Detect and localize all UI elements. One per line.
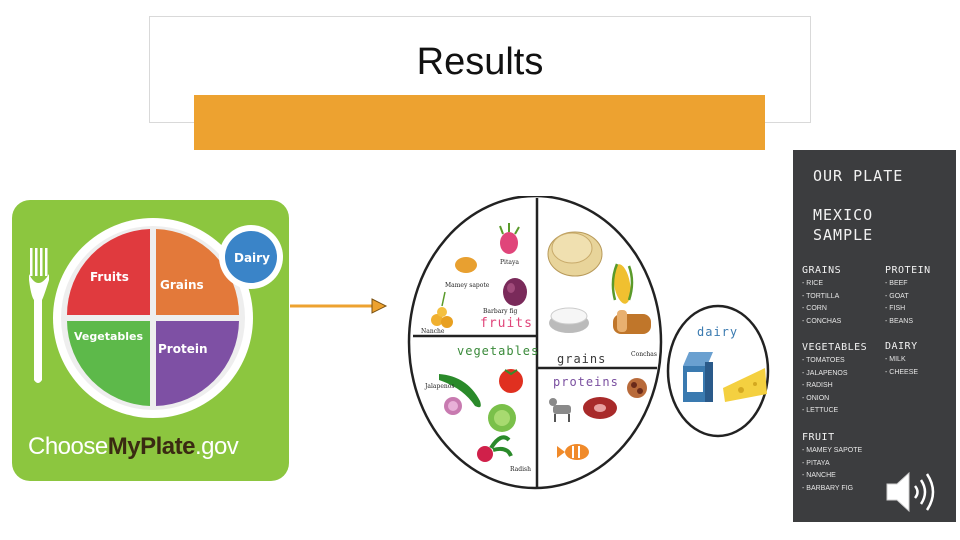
myplate-brand: ChooseMyPlate.gov (28, 433, 239, 461)
cheese-icon (723, 368, 767, 402)
brand-part-myplate: MyPlate (107, 433, 196, 460)
list-item: - FISH (885, 305, 906, 312)
jalapeno-icon (439, 374, 481, 408)
dairy-circle (225, 231, 277, 283)
tomato-icon (499, 369, 523, 393)
dairy-ellipse (666, 304, 770, 438)
grains-label: Grains (160, 278, 204, 292)
label-conchas: Conchas (631, 351, 657, 358)
plate-fruits-label: fruits (480, 316, 533, 331)
list-item: - ONION (802, 394, 830, 402)
fish-icon (557, 444, 589, 460)
plate-proteins-label: proteins (553, 375, 619, 389)
onion-icon (444, 397, 462, 415)
fruits-quadrant (66, 229, 150, 315)
myplate-graphic: Fruits Grains Vegetables Protein Dairy C… (12, 200, 289, 481)
list-item: - BARBARY FIG (802, 484, 854, 492)
bread-icon (613, 310, 651, 334)
fig-icon (503, 278, 527, 306)
list-item: - TORTILLA (802, 292, 840, 300)
grains-list: - RICE - TORTILLA - CORN - CONCHAS (802, 278, 841, 328)
dairy-list: - MILK - CHEESE (885, 354, 918, 379)
label-mamey: Mamey sapote (445, 282, 490, 289)
corn-icon (611, 263, 634, 304)
orange-accent-bar (194, 95, 765, 150)
our-plate-title: OUR PLATE (813, 167, 904, 185)
list-item: - BEANS (885, 317, 914, 325)
goat-icon (549, 398, 571, 422)
fruit-list: - MAMEY SAPOTE - PITAYA - NANCHE - BARBA… (802, 445, 862, 495)
brand-part-choose: Choose (28, 433, 108, 460)
protein-label: Protein (158, 342, 208, 356)
beans-icon (627, 378, 647, 398)
list-item: - TOMATOES (802, 357, 845, 364)
pitaya-icon (499, 223, 520, 254)
label-radish: Radish (510, 466, 531, 473)
plate-dairy-label: dairy (697, 325, 739, 339)
plate-outline (407, 194, 663, 490)
list-item: - RADISH (802, 382, 833, 389)
list-item: - RICE (802, 280, 823, 287)
dairy-label: Dairy (234, 251, 270, 265)
list-item: - CONCHAS (802, 317, 842, 325)
protein-quadrant (156, 321, 239, 406)
arrow-right-icon (290, 298, 388, 314)
fruits-label: Fruits (90, 270, 129, 284)
plate-grains-label: grains (557, 352, 607, 366)
fork-icon (29, 248, 49, 383)
our-plate-panel: OUR PLATE MEXICO SAMPLE GRAINS - RICE - … (793, 150, 956, 522)
label-pitaya: Pitaya (500, 259, 519, 266)
beef-icon (583, 397, 617, 419)
slide-title: Results (416, 41, 544, 83)
list-item: - JALAPENOS (802, 369, 848, 377)
list-item: - GOAT (885, 292, 909, 300)
list-item: - MILK (885, 356, 906, 363)
grains-quadrant (156, 229, 240, 315)
speaker-icon[interactable] (885, 470, 943, 514)
vegetables-heading: VEGETABLES (802, 342, 868, 353)
sample-label: SAMPLE (813, 226, 874, 244)
list-item: - CHEESE (885, 368, 919, 376)
list-item: - BEEF (885, 280, 908, 287)
list-item: - PITAYA (802, 459, 830, 467)
mexico-label: MEXICO (813, 206, 874, 224)
list-item: - NANCHE (802, 472, 836, 479)
label-barbary-fig: Barbary fig (483, 308, 518, 315)
label-nanche: Nanche (421, 328, 445, 335)
plate-vegetables-label: vegetables (457, 344, 540, 358)
rice-icon (549, 307, 589, 333)
vegetables-label: Vegetables (74, 330, 144, 343)
list-item: - MAMEY SAPOTE (802, 447, 863, 454)
tortilla-icon (547, 231, 603, 277)
list-item: - CORN (802, 305, 827, 312)
brand-part-gov: .gov (194, 433, 239, 460)
dairy-heading: DAIRY (885, 341, 918, 352)
protein-heading: PROTEIN (885, 265, 931, 276)
list-item: - LETTUCE (802, 407, 839, 414)
grains-heading: GRAINS (802, 265, 842, 276)
label-jalapenos: Jalapenos (425, 383, 455, 390)
vegetables-quadrant (67, 321, 150, 406)
fruit-heading: FRUIT (802, 432, 835, 443)
lettuce-icon (488, 404, 516, 432)
milk-carton-icon (683, 352, 713, 402)
radish-icon (477, 435, 513, 462)
vegetables-list: - TOMATOES - JALAPENOS - RADISH - ONION … (802, 355, 848, 418)
protein-list: - BEEF - GOAT - FISH - BEANS (885, 278, 913, 328)
nanche-icon (431, 291, 453, 328)
drawn-plate: fruits vegetables grains proteins dairy … (405, 194, 775, 501)
mamey-icon (455, 257, 477, 273)
